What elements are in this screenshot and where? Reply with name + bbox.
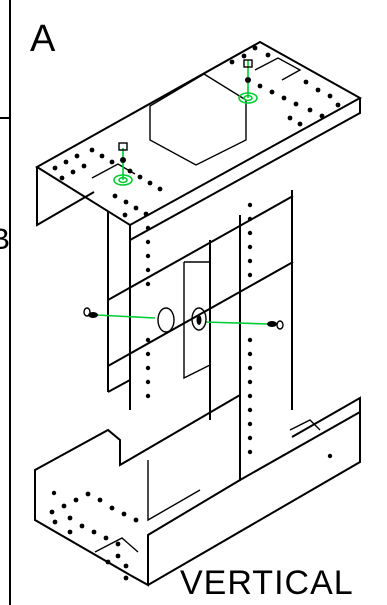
vertical-web bbox=[107, 190, 294, 480]
bottom-hole-pattern bbox=[49, 491, 139, 581]
top-hole-pattern bbox=[52, 45, 341, 218]
zone-letter-a: A bbox=[30, 18, 56, 60]
zone-letter-b: B bbox=[0, 223, 11, 256]
sheet-border bbox=[0, 0, 11, 605]
top-fastener-left bbox=[113, 142, 133, 186]
bolt-icon bbox=[243, 59, 253, 83]
post-hole-columns bbox=[51, 202, 333, 496]
side-fastener-left bbox=[83, 307, 175, 333]
bottom-channel bbox=[34, 393, 361, 587]
top-channel bbox=[35, 40, 363, 242]
top-fastener-right bbox=[238, 59, 258, 104]
side-fastener-right bbox=[191, 307, 284, 331]
bolt-icon bbox=[118, 142, 128, 163]
washer-icon bbox=[196, 315, 202, 325]
nut-icon bbox=[267, 320, 284, 330]
nut-icon bbox=[83, 307, 98, 318]
view-label: VERTICAL bbox=[180, 564, 354, 602]
